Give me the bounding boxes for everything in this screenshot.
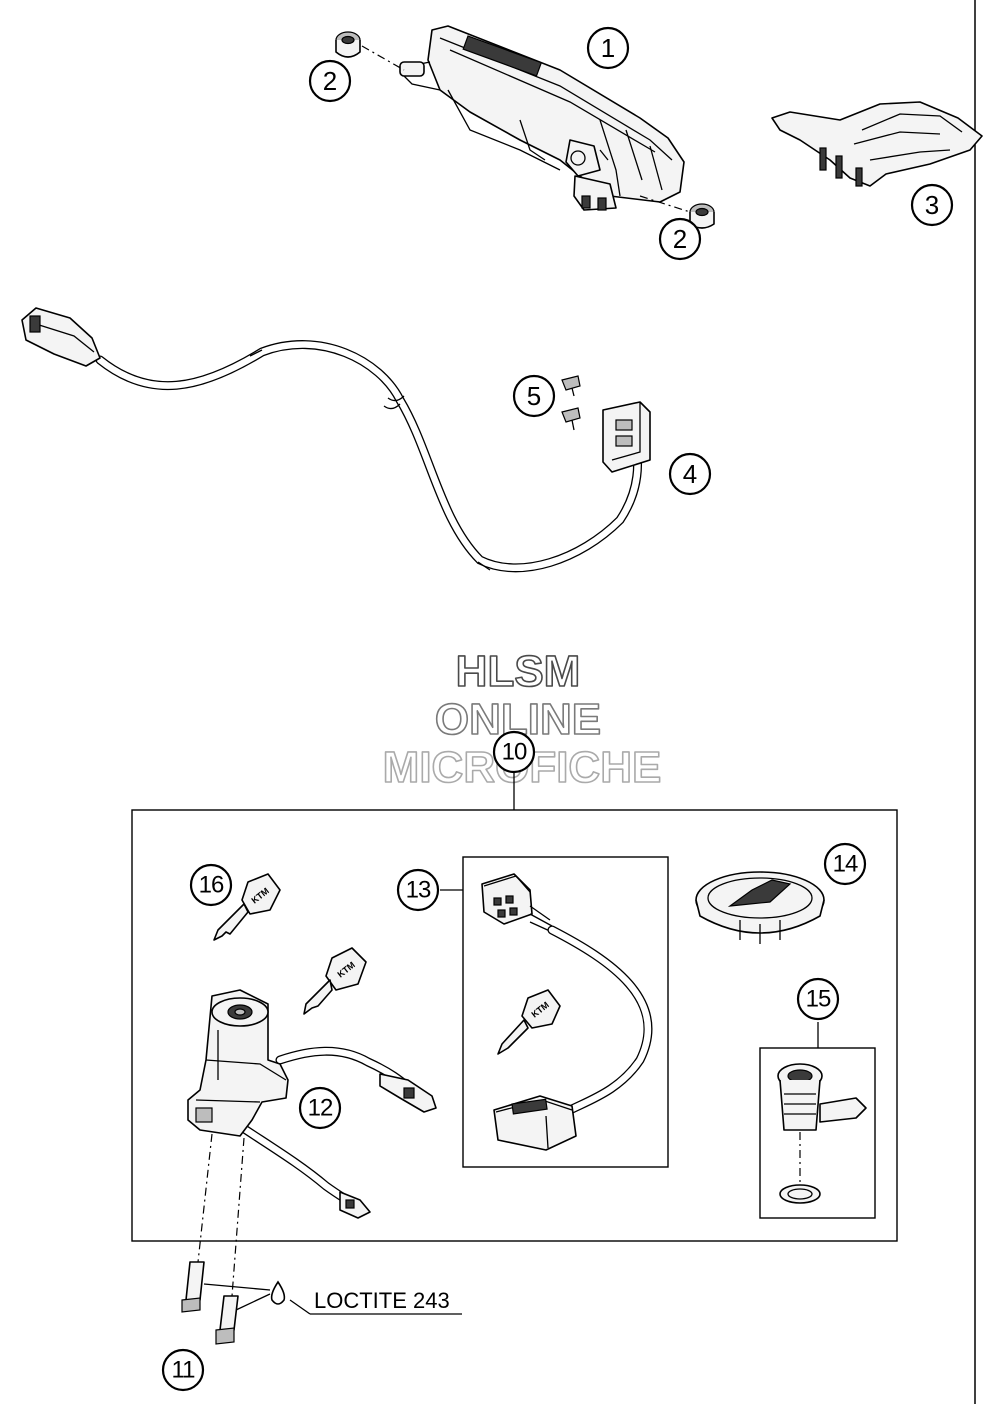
key-13: KTM	[497, 989, 561, 1055]
callout-16: 16	[189, 863, 233, 907]
bolts-part-11	[181, 1133, 271, 1345]
callout-3-label: 3	[925, 190, 939, 220]
lock-cylinder	[777, 1063, 867, 1204]
ignition-lock	[187, 989, 437, 1219]
callout-16-label: 16	[199, 872, 224, 899]
loctite-note: LOCTITE 243	[270, 1280, 462, 1315]
callout-2-lower: 2	[658, 217, 702, 261]
callout-4: 4	[668, 452, 712, 496]
callout-11: 11	[161, 1348, 205, 1392]
callout-15-label: 15	[806, 986, 831, 1013]
key-16: KTM	[213, 873, 281, 941]
instrument-cover	[771, 101, 983, 187]
instrument-cluster	[399, 25, 685, 211]
callout-10-label: 10	[502, 739, 527, 766]
callout-11-label: 11	[172, 1357, 196, 1384]
callout-4-label: 4	[683, 459, 697, 489]
callout-15: 15	[796, 977, 840, 1021]
callout-2-upper: 2	[308, 59, 352, 103]
callout-12: 12	[298, 1086, 342, 1130]
callout-10: 10	[492, 730, 536, 774]
callout-1: 1	[586, 26, 630, 70]
callout-3: 3	[910, 183, 954, 227]
callout-5: 5	[512, 374, 556, 418]
callout-5-label: 5	[527, 381, 541, 411]
callout-12-label: 12	[308, 1095, 333, 1122]
subkit-frame-13	[462, 856, 669, 1168]
key-spare: KTM	[303, 947, 367, 1015]
callout-2-lower-label: 2	[673, 224, 687, 254]
watermark-line-2: ONLINE	[435, 695, 601, 744]
speed-sensor-cable	[21, 307, 651, 573]
watermark: HLSM ONLINE MICROFICHE	[382, 646, 662, 793]
screws-part-5	[561, 375, 581, 431]
callout-2-upper-label: 2	[323, 66, 337, 96]
watermark-line-1: HLSM	[456, 647, 581, 696]
callout-14: 14	[823, 842, 867, 886]
callout-13-label: 13	[406, 877, 431, 904]
callout-14-label: 14	[833, 851, 858, 878]
transponder-unit	[481, 873, 653, 1151]
callout-1-label: 1	[601, 33, 615, 63]
grommet-upper	[335, 31, 405, 71]
callout-13: 13	[396, 868, 440, 912]
fuel-cap	[695, 871, 825, 944]
loctite-label: LOCTITE 243	[314, 1288, 450, 1313]
